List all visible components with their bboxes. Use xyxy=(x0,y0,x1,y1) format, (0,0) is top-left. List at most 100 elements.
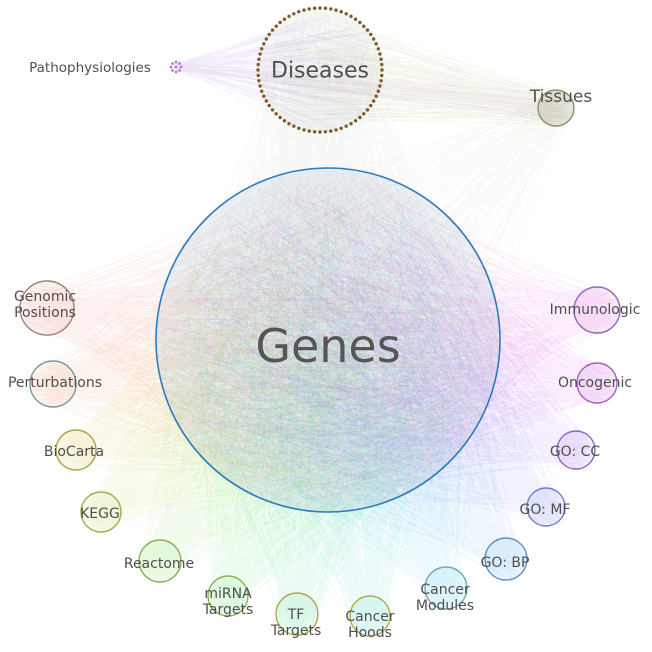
pathophysiologies-member-dot xyxy=(174,60,178,64)
diseases-member-dot xyxy=(260,89,264,93)
pathophysiologies-member-dot xyxy=(178,69,181,72)
pathophysiologies-member-dot xyxy=(178,62,181,65)
diseases-member-dot xyxy=(312,130,317,134)
diseases-member-dot xyxy=(297,126,301,130)
diseases-member-dot xyxy=(374,94,378,98)
diseases-member-dot xyxy=(256,73,260,78)
edges-tissues-genes xyxy=(177,91,573,502)
edges-diseases-genes xyxy=(164,11,490,501)
diseases-member-dot xyxy=(264,37,268,41)
diseases-member-dot xyxy=(282,119,287,123)
diseases-member-dot xyxy=(287,122,291,126)
node-pathophysiologies[interactable] xyxy=(169,60,183,74)
diseases-member-dot xyxy=(323,6,328,10)
label-immunologic: Immunologic xyxy=(550,302,641,318)
diseases-member-dot xyxy=(362,24,366,28)
node-tf-targets[interactable] xyxy=(275,592,319,636)
diseases-member-dot xyxy=(369,32,373,37)
diseases-member-dot xyxy=(278,20,282,25)
diseases-member-dot xyxy=(365,108,370,112)
diseases-member-dot xyxy=(312,6,317,10)
diseases-member-dot xyxy=(282,17,287,21)
edges-reactome-genes xyxy=(140,175,481,581)
node-biocarta[interactable] xyxy=(55,429,97,471)
node-diseases[interactable] xyxy=(256,6,384,134)
edges-mirna-targets-genes xyxy=(164,176,485,615)
node-genomic-positions[interactable] xyxy=(19,280,75,336)
label-oncogenic: Oncogenic xyxy=(558,375,632,391)
edges-go-mf-genes xyxy=(163,181,564,525)
diseases-member-dot xyxy=(353,119,358,123)
node-perturbations[interactable] xyxy=(29,360,77,408)
diseases-member-dot xyxy=(278,115,282,120)
diseases-member-dot xyxy=(379,79,383,83)
diseases-member-dot xyxy=(376,47,380,51)
diseases-member-dot xyxy=(362,112,366,116)
edges-kegg-genes xyxy=(82,181,492,532)
edges-go-cc-genes xyxy=(167,176,594,500)
edges-oncogenic-genes xyxy=(166,178,615,494)
label-reactome: Reactome xyxy=(124,556,194,572)
label-diseases: Diseases xyxy=(271,59,369,84)
node-genes[interactable] xyxy=(155,167,501,513)
diseases-member-dot xyxy=(353,17,358,21)
diseases-member-dot xyxy=(257,79,261,83)
diseases-member-dot xyxy=(270,108,275,112)
diseases-member-dot xyxy=(297,10,301,14)
diseases-member-dot xyxy=(267,103,271,108)
diseases-member-dot xyxy=(339,126,343,130)
label-pathophysiologies: Pathophysiologies xyxy=(29,60,151,76)
diseases-member-dot xyxy=(262,94,266,98)
edges-tissues-diseases xyxy=(263,11,573,126)
label-go-bp: GO: BP xyxy=(481,555,530,571)
pathophysiologies-member-dot xyxy=(174,65,178,69)
node-go-cc[interactable] xyxy=(556,430,596,470)
node-immunologic[interactable] xyxy=(573,286,621,334)
label-perturbations: Perturbations xyxy=(8,375,102,391)
diseases-member-dot xyxy=(318,130,322,134)
edges-cancer-hoods-genes xyxy=(164,181,490,635)
labels: GenesDiseasesPathophysiologiesTissuesGen… xyxy=(8,59,640,641)
diseases-member-dot xyxy=(274,24,278,28)
diseases-member-dot xyxy=(344,12,348,16)
node-go-mf[interactable] xyxy=(526,487,566,527)
diseases-member-dot xyxy=(302,8,306,12)
pathophysiologies-member-dot xyxy=(174,70,178,74)
diseases-member-dot xyxy=(349,14,353,18)
diseases-member-dot xyxy=(260,47,264,51)
node-cancer-modules[interactable] xyxy=(424,566,468,610)
diseases-member-dot xyxy=(256,68,260,72)
diseases-member-dot xyxy=(380,73,384,78)
diseases-member-dot xyxy=(270,28,275,32)
node-reactome[interactable] xyxy=(138,539,182,583)
diseases-member-dot xyxy=(372,99,376,103)
diseases-member-dot xyxy=(292,124,296,128)
node-tissues[interactable] xyxy=(537,89,575,127)
diseases-member-dot xyxy=(258,84,262,88)
pathophysiologies-member-dot xyxy=(171,69,174,72)
diseases-member-dot xyxy=(329,7,333,11)
label-go-cc: GO: CC xyxy=(550,444,601,460)
node-oncogenic[interactable] xyxy=(576,362,618,404)
diseases-member-dot xyxy=(307,7,311,11)
edges-go-bp-genes xyxy=(161,179,526,579)
label-kegg: KEGG xyxy=(80,506,120,522)
pathophysiologies-member-dot xyxy=(179,65,183,69)
edges-cancer-modules-genes xyxy=(164,179,495,608)
edges-biocarta-genes xyxy=(57,176,490,491)
diseases-member-dot xyxy=(380,62,384,67)
diseases-member-dot xyxy=(365,28,370,32)
node-go-bp[interactable] xyxy=(484,537,528,581)
diseases-member-dot xyxy=(292,12,296,16)
node-kegg[interactable] xyxy=(80,491,122,533)
diseases-member-dot xyxy=(287,14,291,18)
diseases-member-dot xyxy=(323,130,328,134)
node-mirna-targets[interactable] xyxy=(207,575,249,617)
node-cancer-hoods[interactable] xyxy=(349,595,391,637)
diseases-member-dot xyxy=(264,99,268,103)
diseases-member-dot xyxy=(358,20,362,25)
diseases-member-dot xyxy=(378,52,382,56)
